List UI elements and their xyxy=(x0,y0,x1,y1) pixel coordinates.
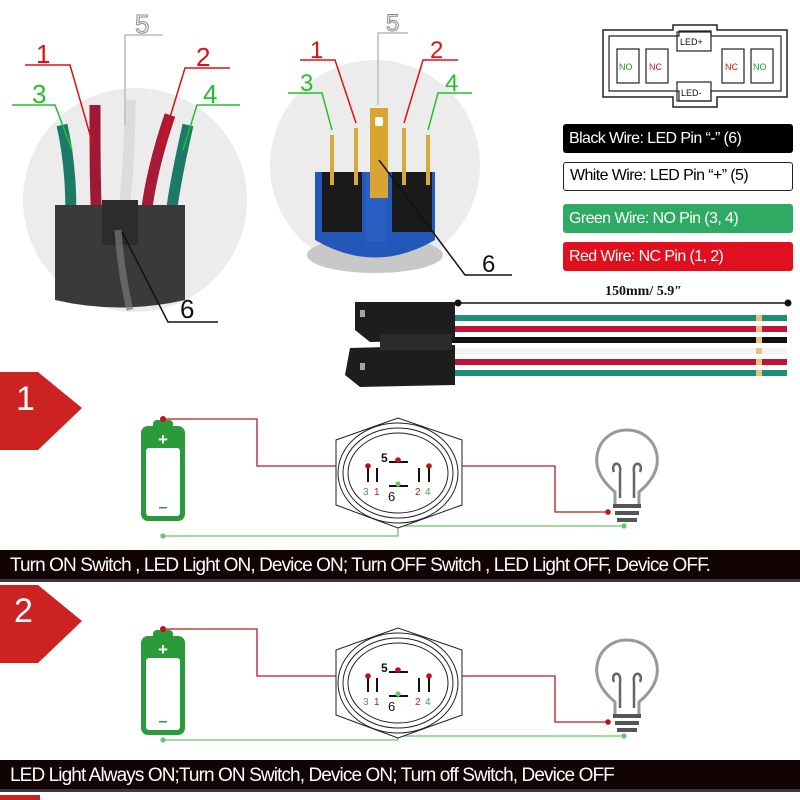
switch-label-1: 1 xyxy=(374,697,380,708)
battery-plus: + xyxy=(158,640,168,659)
switch-symbol: 5 6 3 1 2 4 xyxy=(335,417,463,529)
label-pin-1: 1 xyxy=(310,37,323,64)
harness-length-label: 150mm/ 5.9″ xyxy=(605,284,682,299)
light-bulb-icon xyxy=(595,428,659,522)
step-2-caption: LED Light Always ON;Turn ON Switch, Devi… xyxy=(0,760,800,792)
label-nc-right: NC xyxy=(725,62,738,72)
label-pin-5: 5 xyxy=(135,9,149,39)
label-pin-4: 4 xyxy=(445,70,458,97)
harness-connector-top xyxy=(355,302,455,342)
label-pin-2: 2 xyxy=(430,37,443,64)
switch-label-6: 6 xyxy=(388,699,395,714)
switch-label-3: 3 xyxy=(363,697,369,708)
battery-minus: – xyxy=(159,713,168,730)
legend-red-wire: Red Wire: NC Pin (1, 2) xyxy=(563,242,793,271)
legend-black-wire: Black Wire: LED Pin “-” (6) xyxy=(563,124,793,153)
wire-6-black xyxy=(114,229,134,311)
label-pin-2: 2 xyxy=(196,42,210,72)
switch-label-5: 5 xyxy=(381,451,388,465)
switch-label-6: 6 xyxy=(388,489,395,504)
wire-battery-to-pin3 xyxy=(163,418,368,467)
pin-2 xyxy=(402,128,406,185)
label-pin-1: 1 xyxy=(36,39,50,69)
wire-harness xyxy=(345,299,792,387)
step-1-caption: Turn ON Switch , LED Light ON, Device ON… xyxy=(0,550,800,582)
pin-3 xyxy=(330,135,334,185)
step-1-number: 1 xyxy=(16,380,35,418)
label-no-left: NO xyxy=(619,62,633,72)
switch-label-3: 3 xyxy=(363,487,369,498)
step-1-badge xyxy=(0,372,82,450)
wire-terminal xyxy=(756,315,762,321)
label-pin-6: 6 xyxy=(180,294,194,324)
wire-pin4-to-bulb xyxy=(429,465,608,513)
battery-icon: + – xyxy=(141,626,185,735)
wire-terminal xyxy=(756,326,762,332)
wire-terminal xyxy=(756,370,762,376)
connector-pinout-diagram: NO NC NC NO LED+ LED- xyxy=(602,24,788,108)
label-pin-3: 3 xyxy=(32,79,46,109)
label-pin-4: 4 xyxy=(203,79,217,109)
switch-label-4: 4 xyxy=(425,487,431,498)
legend-green-wire: Green Wire: NO Pin (3, 4) xyxy=(563,204,793,233)
step-3-badge-edge xyxy=(0,795,40,800)
switch-symbol: 5 6 3 1 2 4 xyxy=(335,627,463,739)
step-2-number: 2 xyxy=(14,592,33,630)
label-pin-6: 6 xyxy=(482,251,495,278)
wire-terminal xyxy=(756,348,762,354)
battery-plus: + xyxy=(158,430,168,449)
pin-5-6-tab xyxy=(370,108,388,198)
harness-connector-bottom xyxy=(345,345,455,387)
label-led-plus: LED+ xyxy=(680,37,703,47)
step-1-circuit: + – 5 6 3 1 2 4 xyxy=(141,416,659,539)
switch-label-2: 2 xyxy=(415,697,421,708)
light-bulb-icon xyxy=(595,638,659,732)
wire-battery-to-pin3 xyxy=(163,628,368,677)
wire-pin4-to-bulb xyxy=(429,675,608,723)
wire-ground xyxy=(163,525,624,537)
switch-label-4: 4 xyxy=(425,697,431,708)
switch-label-2: 2 xyxy=(415,487,421,498)
pin-1 xyxy=(354,128,358,185)
wired-connector-photo: 3 1 5 2 4 6 xyxy=(12,9,247,324)
switch-label-5: 5 xyxy=(381,661,388,675)
label-no-right: NO xyxy=(753,62,767,72)
label-nc-left: NC xyxy=(649,62,662,72)
label-led-minus: LED- xyxy=(681,88,702,98)
switch-pins-photo: 3 1 5 2 4 6 xyxy=(270,10,512,278)
battery-icon: + – xyxy=(141,416,185,521)
wire-terminal xyxy=(756,337,762,343)
battery-minus: – xyxy=(159,499,168,516)
label-pin-3: 3 xyxy=(300,70,313,97)
wire-terminal xyxy=(756,359,762,365)
pin-4 xyxy=(426,135,430,185)
step-2-badge xyxy=(0,585,82,663)
step-2-circuit: + – 5 6 3 1 2 4 xyxy=(141,626,659,743)
label-pin-5: 5 xyxy=(386,10,399,37)
legend-white-wire: White Wire: LED Pin “+” (5) xyxy=(563,162,793,191)
switch-label-1: 1 xyxy=(374,487,380,498)
